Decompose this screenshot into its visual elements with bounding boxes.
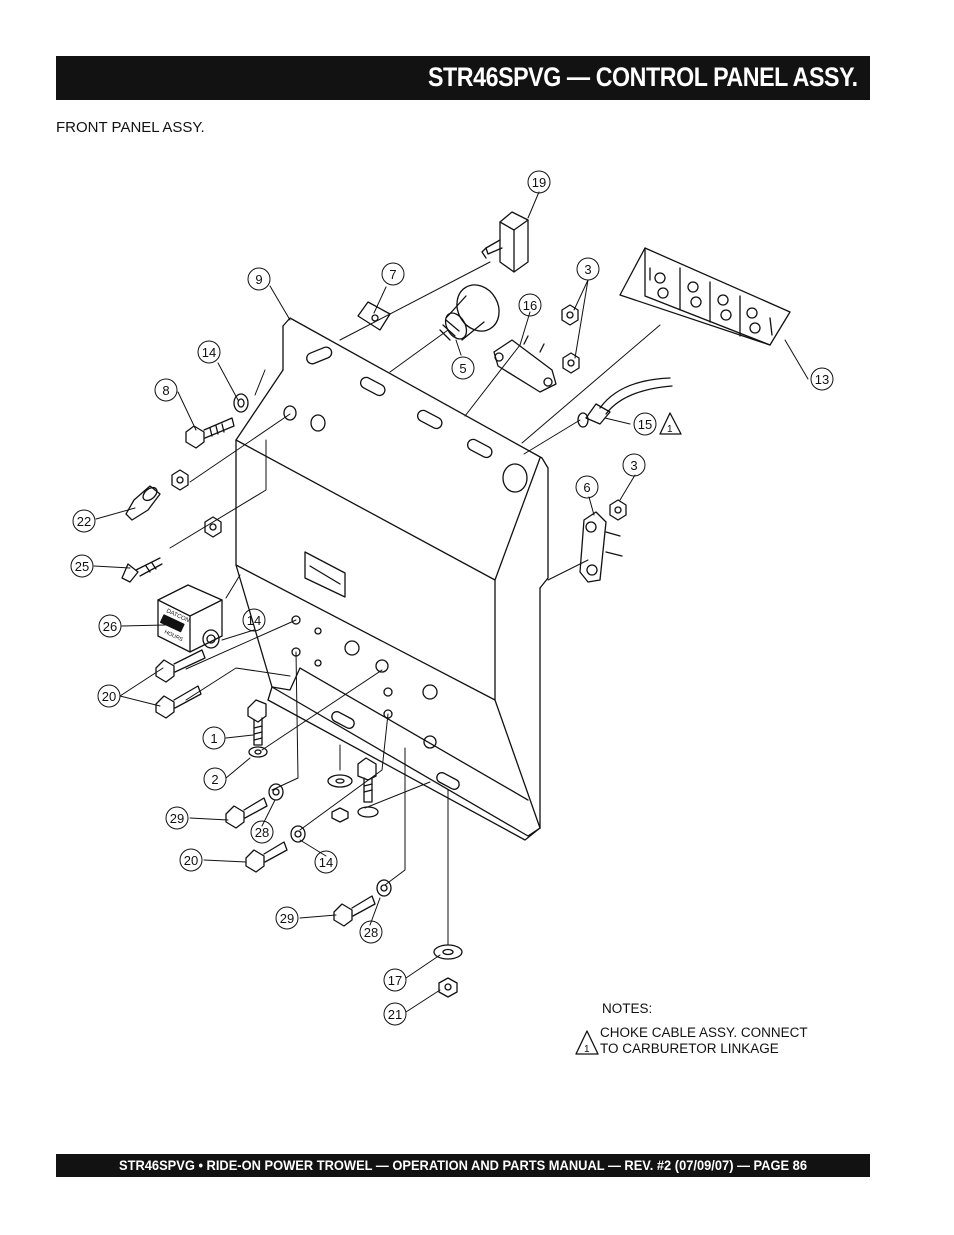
callout-14-lower: 14: [314, 850, 338, 874]
label-plate-part: [357, 301, 391, 331]
terminal-strip-part: [619, 247, 791, 346]
hex-nuts-top: [561, 304, 580, 374]
notes-marker: 1: [584, 1044, 590, 1055]
svg-text:5: 5: [459, 361, 466, 376]
svg-text:21: 21: [388, 1007, 402, 1022]
footer-text: STR46SPVG • RIDE-ON POWER TROWEL — OPERA…: [118, 1157, 807, 1173]
warning-marker: 1: [667, 424, 673, 435]
leader-lines: [93, 191, 809, 1013]
svg-text:16: 16: [523, 298, 537, 313]
svg-text:28: 28: [364, 925, 378, 940]
notes-heading: NOTES:: [602, 1001, 653, 1016]
callout-3-top: 3: [576, 257, 600, 281]
callout-29-top: 29: [165, 806, 189, 830]
choke-cable-part: [577, 377, 673, 428]
bolts-lower: [225, 783, 392, 927]
svg-text:22: 22: [77, 514, 91, 529]
svg-text:19: 19: [532, 175, 546, 190]
svg-text:3: 3: [584, 262, 591, 277]
washer-nut-bottom: [433, 944, 463, 998]
svg-text:8: 8: [162, 383, 169, 398]
footer-bar: STR46SPVG • RIDE-ON POWER TROWEL — OPERA…: [56, 1154, 870, 1177]
svg-text:3: 3: [630, 458, 637, 473]
title-bar: STR46SPVG — CONTROL PANEL ASSY.: [56, 56, 870, 100]
callout-8: 8: [154, 378, 178, 402]
callout-2: 2: [203, 767, 227, 791]
callout-20-left: 20: [97, 684, 121, 708]
callout-25: 25: [70, 554, 94, 578]
washer-bolt-topleft: [185, 393, 249, 449]
section-subtitle: FRONT PANEL ASSY.: [56, 119, 205, 136]
bracket-part: [493, 335, 557, 393]
svg-text:14: 14: [247, 613, 261, 628]
fittings-left: [121, 469, 222, 583]
callout-1: 1: [202, 726, 226, 750]
callout-20-lower: 20: [179, 848, 203, 872]
callout-28-lower: 28: [359, 920, 383, 944]
svg-text:29: 29: [170, 811, 184, 826]
svg-text:7: 7: [389, 267, 396, 282]
callout-14-mid: 14: [242, 608, 266, 632]
svg-text:13: 13: [815, 372, 829, 387]
callouts: 19 9 7 3 16 14 8 5 13 15 3 6 22 25 26 14…: [70, 170, 834, 1026]
warning-triangle-icon: 1: [659, 412, 682, 435]
svg-text:25: 25: [75, 559, 89, 574]
svg-text:14: 14: [319, 855, 333, 870]
svg-text:6: 6: [583, 480, 590, 495]
svg-text:20: 20: [184, 853, 198, 868]
svg-text:1: 1: [210, 731, 217, 746]
front-panel: [235, 317, 549, 841]
callout-17: 17: [383, 968, 407, 992]
svg-text:20: 20: [102, 689, 116, 704]
callout-5: 5: [451, 356, 475, 380]
bottom-holes: [291, 615, 460, 790]
svg-text:17: 17: [388, 973, 402, 988]
callout-29-lower: 29: [275, 906, 299, 930]
flange-slots: [283, 346, 528, 493]
callout-14-top: 14: [197, 340, 221, 364]
svg-text:2: 2: [211, 772, 218, 787]
side-bracket-part: [579, 499, 627, 583]
callout-22: 22: [72, 509, 96, 533]
svg-text:15: 15: [638, 417, 652, 432]
callout-19: 19: [527, 170, 551, 194]
callout-16: 16: [518, 293, 542, 317]
svg-text:14: 14: [202, 345, 216, 360]
notes-warning-icon: 1: [575, 1030, 599, 1055]
callout-9: 9: [247, 267, 271, 291]
callout-7: 7: [381, 262, 405, 286]
callout-28-top: 28: [250, 820, 274, 844]
svg-text:9: 9: [255, 272, 262, 287]
callout-21: 21: [383, 1002, 407, 1026]
svg-text:28: 28: [255, 825, 269, 840]
svg-text:26: 26: [103, 619, 117, 634]
callout-15: 15: [633, 412, 657, 436]
callout-3-right: 3: [622, 453, 646, 477]
hour-meter-part: DATCON HOURS: [157, 584, 223, 653]
note-line-1: CHOKE CABLE ASSY. CONNECT: [600, 1025, 808, 1040]
note-line-2: TO CARBURETOR LINKAGE: [600, 1041, 779, 1056]
svg-text:29: 29: [280, 911, 294, 926]
page-title: STR46SPVG — CONTROL PANEL ASSY.: [428, 62, 858, 92]
callout-26: 26: [98, 614, 122, 638]
callout-13: 13: [810, 367, 834, 391]
toggle-switch-part: [481, 211, 529, 273]
bolt-washer-center: [247, 699, 379, 823]
washer-bolts-left: [155, 629, 220, 719]
callout-6: 6: [575, 475, 599, 499]
key-switch-part: [439, 284, 500, 341]
